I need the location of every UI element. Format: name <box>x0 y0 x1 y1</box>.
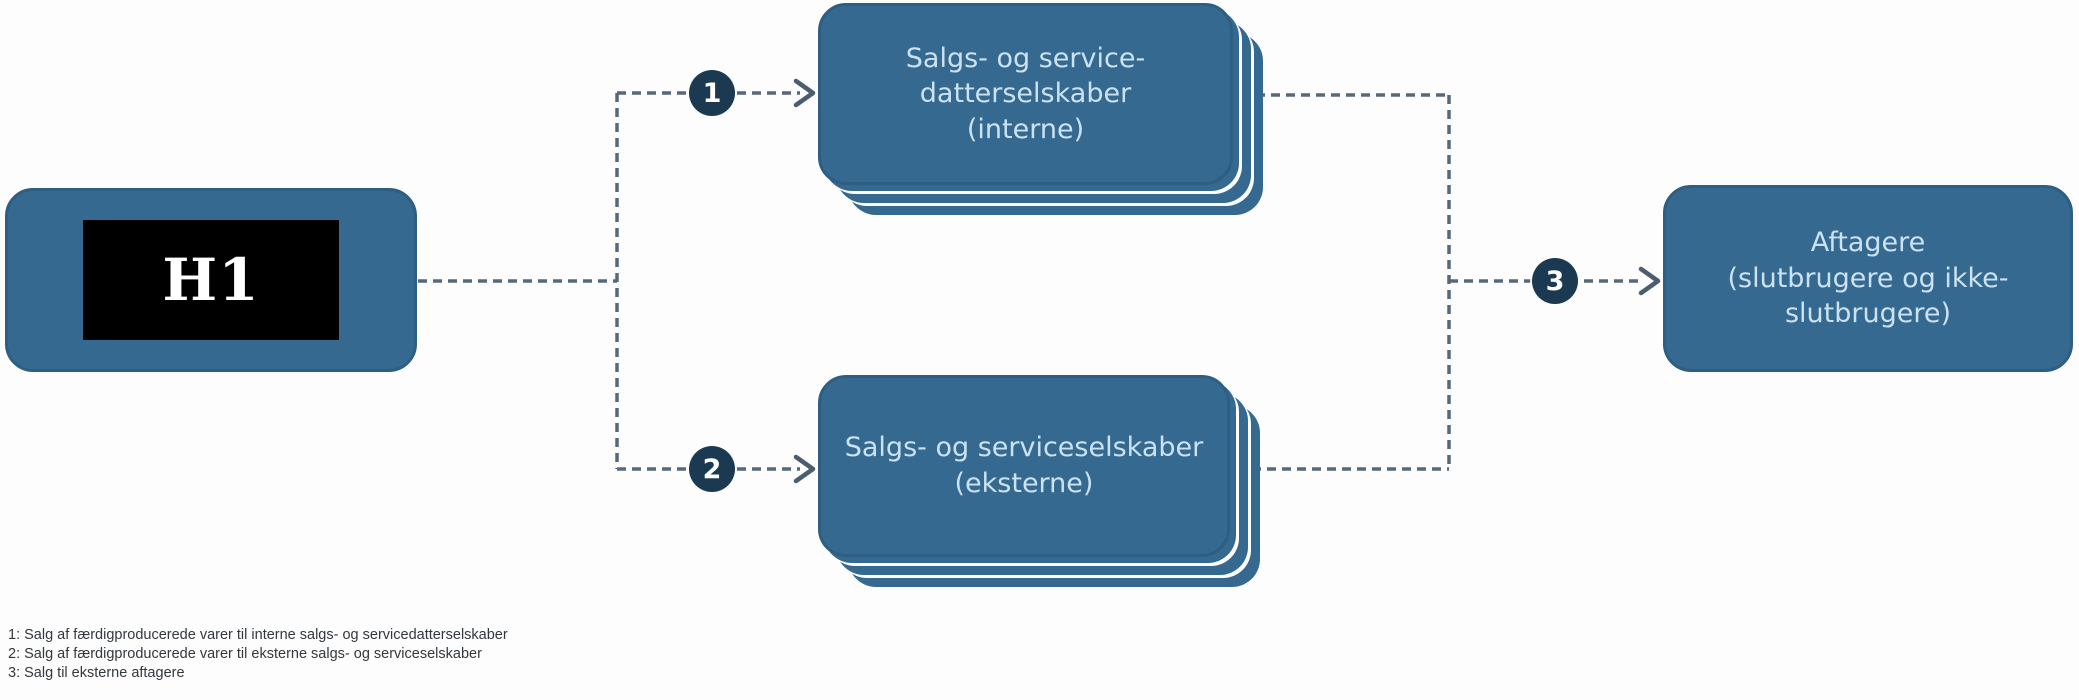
arrowhead-branch-2 <box>793 454 816 484</box>
external-companies-label: Salgs- og serviceselskaber (eksterne) <box>844 432 1204 499</box>
legend-line-1: 1: Salg af færdigproducerede varer til i… <box>8 627 508 643</box>
flow-marker-1: 1 <box>689 70 735 116</box>
arrowhead-to-buyers <box>1638 266 1661 296</box>
node-external-companies: Salgs- og serviceselskaber (eksterne) <box>818 375 1230 557</box>
internal-subsidiaries-label: Salgs- og service- datterselskaber (inte… <box>905 42 1146 145</box>
flow-marker-2-number: 2 <box>702 453 722 485</box>
arrowhead-branch-1 <box>793 78 816 108</box>
legend-line-2: 2: Salg af færdigproducerede varer til e… <box>8 646 482 662</box>
h1-black-plate: H1 <box>83 220 339 340</box>
flow-marker-2: 2 <box>689 446 735 492</box>
node-internal-subsidiaries: Salgs- og service- datterselskaber (inte… <box>818 3 1233 185</box>
flow-marker-3-number: 3 <box>1545 265 1565 297</box>
flow-marker-1-number: 1 <box>702 77 722 109</box>
legend-line-3: 3: Salg til eksterne aftagere <box>8 665 185 681</box>
node-h1-producer: H1 <box>5 188 417 372</box>
buyers-label: Aftagere (slutbrugere og ikke- slutbruge… <box>1727 227 2009 330</box>
legend: 1: Salg af færdigproducerede varer til i… <box>8 626 508 683</box>
h1-label: H1 <box>162 246 260 314</box>
node-buyers: Aftagere (slutbrugere og ikke- slutbruge… <box>1663 185 2073 372</box>
flow-marker-3: 3 <box>1532 258 1578 304</box>
